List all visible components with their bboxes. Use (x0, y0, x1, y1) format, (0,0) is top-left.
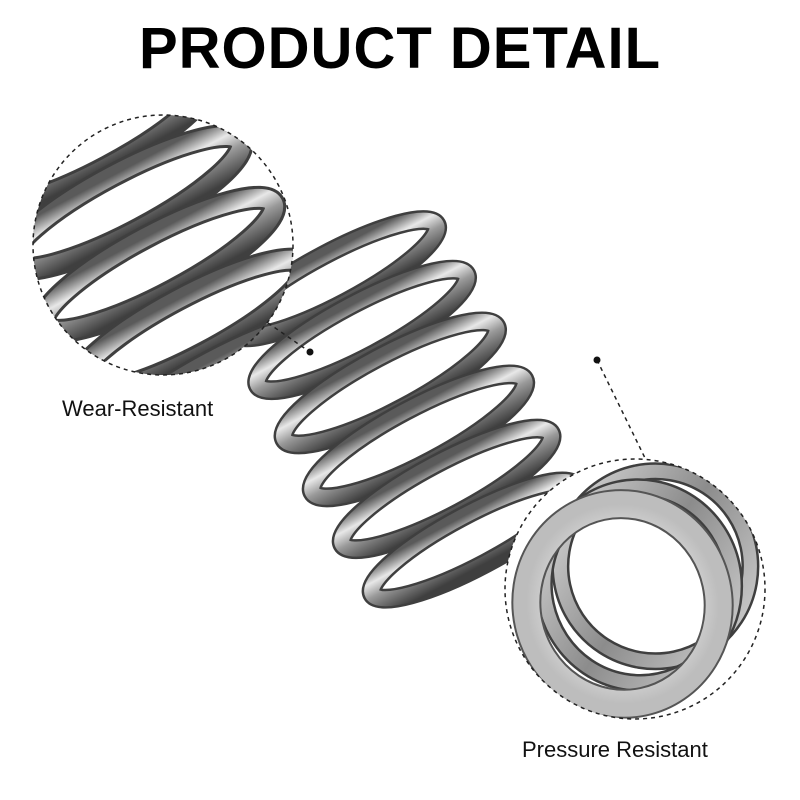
pressure-anchor-dot (593, 356, 601, 364)
wear-resistant-label: Wear-Resistant (62, 396, 214, 421)
pressure-resistant-label: Pressure Resistant (522, 737, 708, 762)
pressure-zoom-circle (504, 458, 766, 720)
spring-main-image (222, 210, 587, 609)
page-title: PRODUCT DETAIL (138, 16, 661, 81)
wear-anchor-dot (306, 348, 314, 356)
callout-connectors (267, 322, 646, 459)
